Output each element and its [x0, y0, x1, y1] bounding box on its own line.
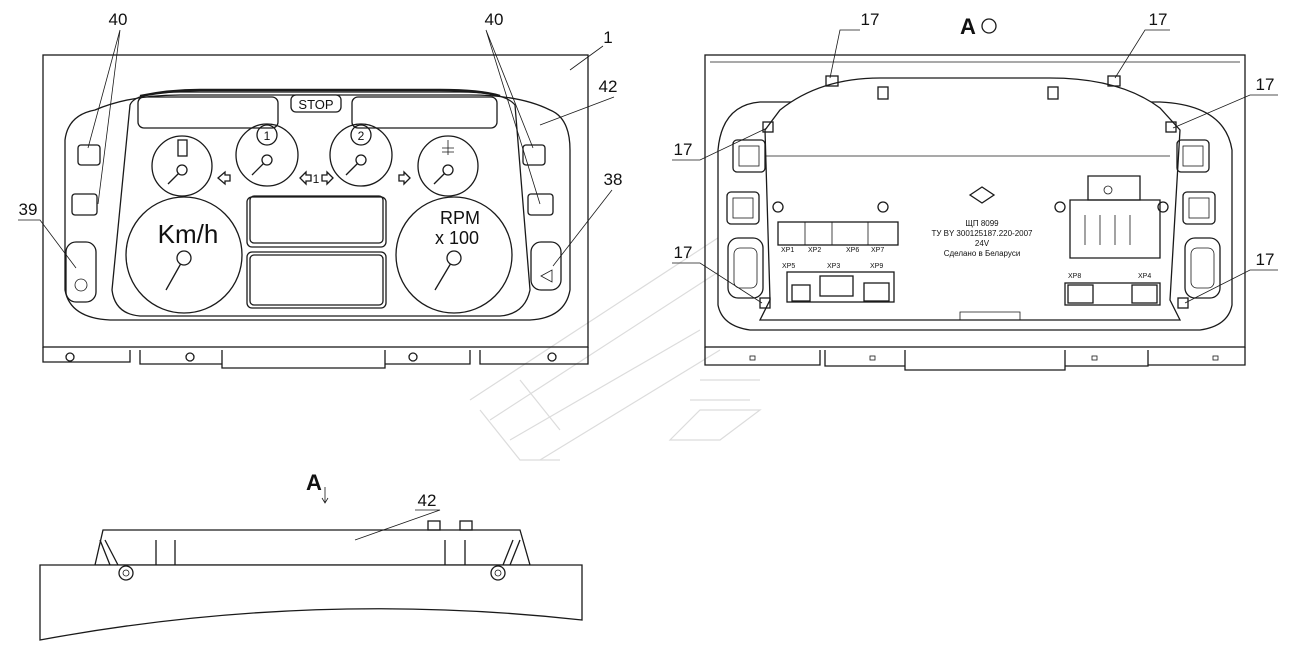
- svg-text:17: 17: [1149, 10, 1168, 29]
- stop-label: STOP: [298, 97, 333, 112]
- callout-1: 1: [603, 28, 612, 47]
- connector-block-right: [1064, 282, 1161, 306]
- callout-39: 39: [19, 200, 38, 219]
- watermark: [469, 144, 861, 461]
- switch-39: [65, 241, 97, 303]
- bezel: [64, 94, 571, 321]
- svg-text:XP1: XP1: [781, 247, 794, 254]
- speed-label: Km/h: [158, 219, 219, 249]
- tachometer: [395, 196, 513, 314]
- center-display-bottom: [249, 254, 384, 306]
- device-name: ЩП 8099: [965, 219, 999, 228]
- svg-text:XP2: XP2: [808, 247, 821, 254]
- svg-text:XP5: XP5: [782, 263, 795, 270]
- side-view: A 42: [39, 470, 583, 641]
- svg-text:XP9: XP9: [870, 263, 883, 270]
- rear-outline: [704, 54, 1246, 348]
- switch-38: [530, 241, 562, 291]
- svg-text:2: 2: [358, 129, 365, 143]
- rear-panel: XP1 XP2 XP6 XP7 XP5 XP3 XP9 XP8 XP4 ЩП 8…: [704, 54, 1246, 371]
- rear-callouts: 17 17 17 17 17 17: [672, 10, 1278, 304]
- svg-text:XP7: XP7: [871, 247, 884, 254]
- connector-block-mid: [786, 271, 895, 303]
- svg-text:17: 17: [861, 10, 880, 29]
- svg-text:17: 17: [1256, 75, 1275, 94]
- callout-42-top: 42: [599, 77, 618, 96]
- connector-block-top: [777, 221, 899, 246]
- stop-indicator: [290, 94, 342, 113]
- rpm-mult: x 100: [435, 228, 479, 248]
- svg-text:17: 17: [1256, 250, 1275, 269]
- side-view-a-label: A: [306, 470, 322, 495]
- panel-outline: [42, 54, 589, 348]
- button-40-left-lower: [71, 193, 98, 216]
- svg-text:17: 17: [674, 140, 693, 159]
- gauge-2: [329, 123, 393, 187]
- svg-text:17: 17: [674, 243, 693, 262]
- button-40-right-upper: [522, 144, 546, 166]
- device-voltage: 24V: [975, 239, 990, 248]
- device-origin: Сделано в Беларуси: [944, 249, 1021, 258]
- button-40-right-lower: [527, 193, 554, 216]
- svg-text:XP3: XP3: [827, 263, 840, 270]
- svg-text:1: 1: [313, 172, 320, 186]
- temp-gauge: [417, 135, 479, 197]
- view-circle-icon: [981, 18, 997, 34]
- front-callouts: 40 40 1 42 38 39: [18, 10, 623, 269]
- device-spec: ТУ BY 300125187.220-2007: [931, 229, 1033, 238]
- logo-icon: [968, 186, 996, 204]
- gauge-1: [235, 123, 299, 187]
- callout-40-left: 40: [109, 10, 128, 29]
- svg-text:XP8: XP8: [1068, 273, 1081, 280]
- rpm-label: RPM: [440, 208, 480, 228]
- svg-text:XP6: XP6: [846, 247, 859, 254]
- callout-38: 38: [604, 170, 623, 189]
- speedometer: [125, 196, 243, 314]
- svg-text:1: 1: [264, 129, 271, 143]
- callout-42-bottom: 42: [418, 491, 437, 510]
- side-body: [39, 564, 583, 641]
- view-a-label: A: [960, 14, 976, 39]
- center-display-top: [249, 195, 384, 244]
- front-panel: STOP 1 2 1 Km/h: [42, 54, 589, 369]
- callout-40-right: 40: [485, 10, 504, 29]
- svg-text:XP4: XP4: [1138, 273, 1151, 280]
- rear-housing: [758, 77, 1182, 321]
- fuel-gauge: [151, 135, 213, 197]
